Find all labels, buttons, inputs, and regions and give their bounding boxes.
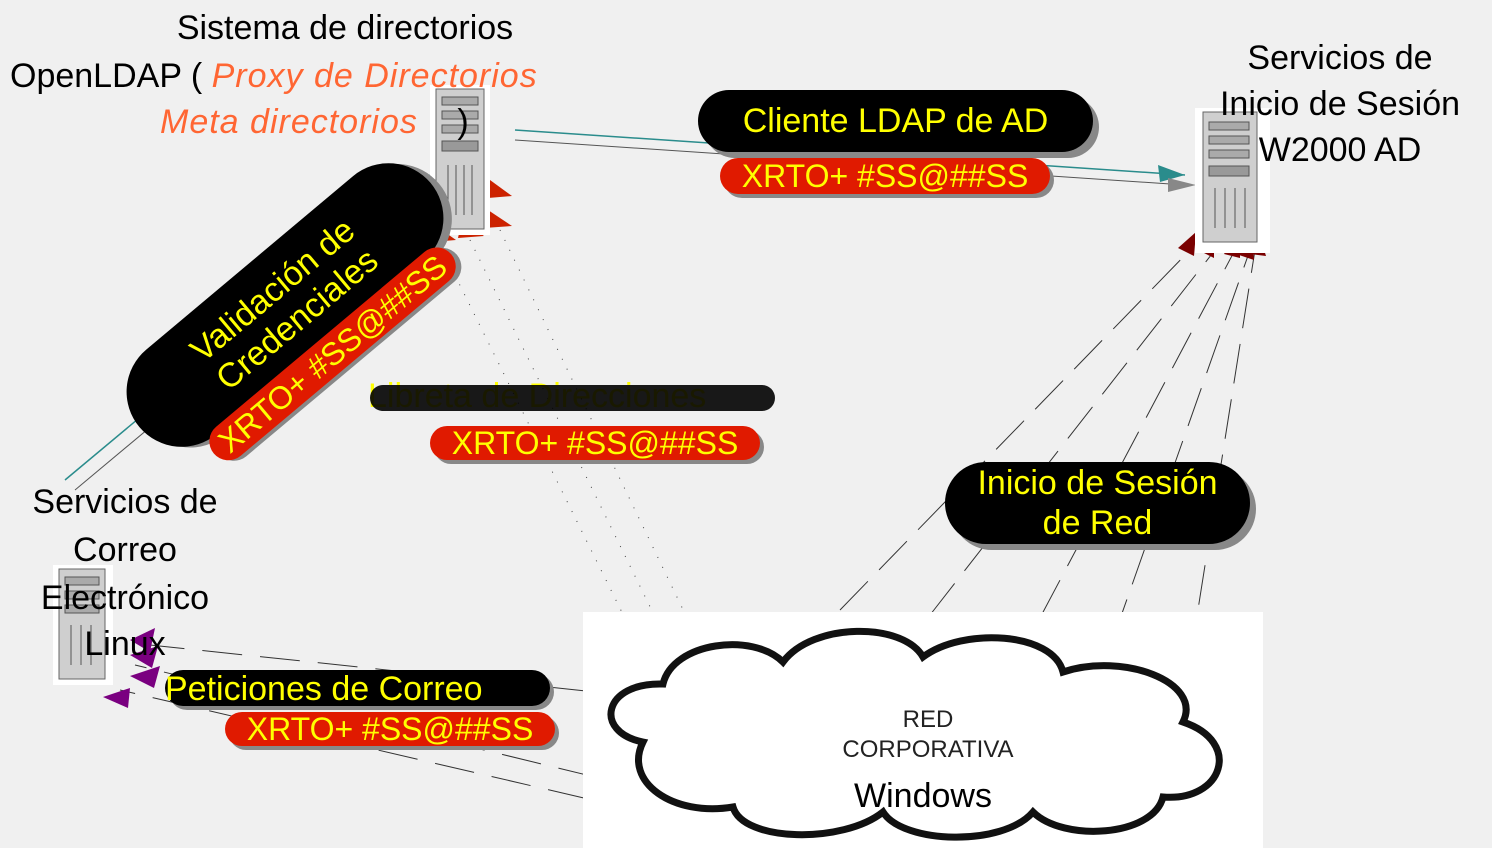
network-to-mail-dash-3: [119, 689, 701, 826]
mail-requests-bg: [165, 670, 550, 706]
openldap-title-suffix: ): [457, 103, 469, 141]
w2000-server-icon: [1195, 108, 1270, 253]
network-line1: RED: [902, 706, 954, 733]
w2000-line1: Servicios de: [1247, 39, 1433, 77]
address-book-code: XRTO+ #SS@##SS: [430, 425, 760, 461]
cloud-icon: [607, 627, 1223, 841]
proxy-directories-text: Proxy de Directorios: [211, 57, 538, 95]
gray-arrowhead: [1168, 178, 1196, 192]
network-to-ad-dash-5: [1189, 249, 1256, 661]
openldap-title-prefix: OpenLDAP (: [10, 57, 203, 95]
mail-line2: Correo: [73, 531, 177, 569]
ldap-client-pill: Cliente LDAP de AD: [698, 90, 1093, 152]
purple-arrowhead: [130, 666, 160, 688]
teal-arrowhead: [1158, 165, 1185, 182]
meta-directories-text: Meta directorios: [160, 103, 418, 141]
red-arrowhead: [488, 180, 512, 198]
purple-arrowhead: [103, 688, 130, 708]
ldap-to-ad-line: [514, 129, 1186, 176]
network-to-ad-dash-1: [839, 249, 1191, 611]
openldap-title-line1: Sistema de directorios: [176, 9, 514, 47]
mail-server-icon: [53, 565, 113, 685]
network-login-line1: Inicio de Sesión: [977, 464, 1218, 502]
ldap-client-code: XRTO+ #SS@##SS: [720, 158, 1050, 194]
network-to-ad-dash-3: [1014, 249, 1236, 666]
network-to-ad-dash-2: [929, 249, 1216, 616]
red-arrowhead: [484, 210, 512, 228]
network-cloud-box: RED CORPORATIVA Windows: [583, 612, 1263, 848]
address-book-shadow: [370, 385, 775, 411]
network-to-mail-dash-1: [149, 644, 1166, 753]
w2000-line2: Inicio de Sesión: [1219, 85, 1461, 123]
network-login-line2: de Red: [1042, 504, 1153, 542]
purple-arrowhead: [130, 628, 155, 652]
mail-requests-code: XRTO+ #SS@##SS: [225, 711, 555, 747]
w2000-line3: W2000 AD: [1258, 131, 1422, 169]
network-line2: CORPORATIVA: [842, 736, 1014, 763]
network-line3: Windows: [854, 777, 992, 815]
network-login-pill: Inicio de Sesión de Red: [945, 462, 1250, 544]
purple-arrowhead: [130, 646, 158, 668]
dark-red-arrowhead: [1178, 232, 1196, 256]
openldap-title-line3: Meta directorios ): [160, 102, 469, 142]
mail-line4: Linux: [84, 625, 166, 663]
mail-line1: Servicios de: [32, 483, 218, 521]
mail-line3: Electrónico: [40, 579, 210, 617]
mail-requests-label: Peticiones de Correo: [165, 670, 483, 708]
openldap-title-line2: OpenLDAP ( Proxy de Directorios: [10, 56, 538, 96]
